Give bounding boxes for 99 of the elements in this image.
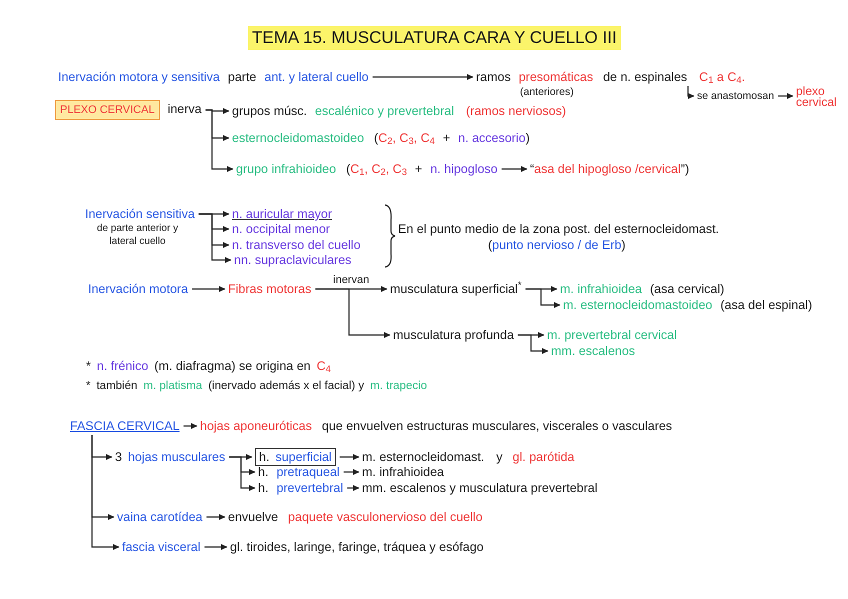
note-text: m. infrahioidea (362, 464, 444, 480)
note-text: m. platisma (143, 379, 202, 394)
nerve-name: n. auricular mayor (232, 206, 332, 222)
note-text: ”) (680, 161, 690, 177)
note-text: h. (259, 449, 270, 465)
note-text: ( (488, 237, 492, 253)
note-text: m. prevertebral cervical (547, 327, 677, 343)
note-text: y (496, 449, 503, 465)
arrow (502, 166, 528, 172)
highlight-box (255, 448, 336, 466)
note-text: presomáticas (518, 69, 594, 85)
note-text: n. hipogloso (430, 161, 498, 177)
note-text: fascia visceral (122, 539, 200, 555)
note-text: paquete vasculonervioso del cuello (288, 509, 483, 525)
arrow (206, 514, 226, 520)
note-text: se anastomosan (697, 89, 774, 104)
note-text: musculatura superficial$^{*}$ (390, 281, 522, 297)
note-text: ( (374, 130, 378, 146)
note-text: asa del hipogloso /cervical (534, 161, 681, 177)
arrow (347, 485, 360, 491)
arrow (198, 213, 232, 263)
note-text: Inervación motora y sensitiva (58, 69, 220, 85)
note-text: gl. parótida (512, 449, 574, 465)
note-text: musculatura profunda (393, 327, 514, 343)
note-text: (anteriores) (520, 85, 574, 100)
note-text: pretraqueal (276, 464, 340, 480)
note-text: ) (621, 237, 626, 253)
plexus-box: PLEXO CERVICAL (55, 100, 160, 120)
note-text: n. accesorio (458, 130, 526, 146)
note-text: h. (258, 464, 268, 480)
note-text: C$_{1}$, C$_{2}$, C$_{3}$ (350, 161, 407, 177)
note-text: (ramos nerviosos) (466, 103, 566, 119)
arrow (526, 288, 560, 308)
note-text: de parte anterior y lateral cuello (96, 222, 180, 248)
note-text: hojas aponeuróticas (200, 418, 312, 434)
note-text: En el punto medio de la zona post. del esternocleidomast. (398, 221, 720, 237)
arrow (778, 93, 794, 99)
note-text: punto nervioso / de Erb (492, 237, 622, 253)
note-text: grupos músc. (232, 103, 308, 119)
note-text: C$_{2}$, C$_{3}$, C$_{4}$ (378, 130, 435, 146)
nerve-name: nn. supraclaviculares (234, 252, 352, 268)
arrow (204, 544, 228, 550)
note-text: vaina carotídea (117, 509, 202, 525)
arrow (315, 288, 390, 338)
note-text: m. esternocleidomastoideo (563, 297, 712, 313)
arrow (687, 86, 694, 99)
note-text: que envuelven estructuras musculares, viscerales o vasculares (322, 418, 672, 434)
note-text: envuelve (228, 509, 278, 525)
note-text: grupo infrahioideo (236, 161, 336, 177)
note-text: m. infrahioidea (560, 281, 642, 297)
arrow (344, 469, 360, 475)
note-text: “ (530, 161, 534, 177)
note-text: FASCIA CERVICAL (70, 418, 180, 434)
note-text: m. esternocleidomast. (362, 449, 484, 465)
note-text: prevertebral (276, 480, 344, 496)
note-text: m. trapecio (370, 379, 428, 394)
note-text: mm. escalenos y musculatura prevertebral (362, 480, 598, 496)
note-text: (asa cervical) (650, 281, 724, 297)
note-text: ramos (476, 69, 511, 85)
arrow (91, 435, 120, 550)
note-text: (m. diafragma) se origina en (154, 358, 311, 374)
note-text: esternocleidomastoideo (232, 130, 364, 146)
note-text: mm. escalenos (551, 343, 636, 359)
nerve-name: n. occipital menor (232, 221, 330, 237)
note-text: (inervado además x el facial) y (208, 379, 364, 394)
note-text: 3 (115, 449, 122, 465)
arrow (518, 334, 548, 354)
note-text: + (414, 161, 422, 177)
arrow (192, 286, 226, 292)
note-text: también (96, 379, 138, 394)
arrow (206, 109, 234, 172)
note-text: (asa del espinal) (720, 297, 812, 313)
arrow (184, 423, 198, 429)
note-text: plexo cervical (796, 86, 838, 108)
note-text: Fibras motoras (228, 281, 312, 297)
note-text: parte (228, 69, 256, 85)
note-text: ( (346, 161, 350, 177)
note-text: hojas musculares (128, 449, 226, 465)
note-text: + (442, 130, 450, 146)
note-text: escalénico y prevertebral (315, 103, 454, 119)
note-text: ant. y lateral cuello (264, 69, 369, 85)
arrow (372, 74, 474, 80)
note-text: C$_{4}$ (316, 358, 331, 374)
note-text: n. frénico (96, 358, 148, 374)
nerve-name: n. transverso del cuello (232, 237, 361, 253)
note-text: C$_{1}$ a C$_{4}$. (699, 69, 746, 85)
arrow (229, 456, 256, 491)
note-text: inerva (168, 101, 202, 117)
note-text: superficial (275, 449, 332, 465)
arrow (340, 454, 360, 460)
note-text: ) (526, 130, 530, 146)
note-text: h. (258, 480, 268, 496)
page-title: TEMA 15. MUSCULATURA CARA Y CUELLO III (248, 26, 621, 50)
note-text: de n. espinales (603, 69, 688, 85)
note-text: Inervación motora (88, 281, 188, 297)
note-text: gl. tiroides, laringe, faringe, tráquea y esófago (230, 539, 484, 555)
note-text: * (86, 358, 91, 374)
note-text: * (86, 379, 90, 394)
note-text: Inervación sensitiva (85, 206, 195, 222)
